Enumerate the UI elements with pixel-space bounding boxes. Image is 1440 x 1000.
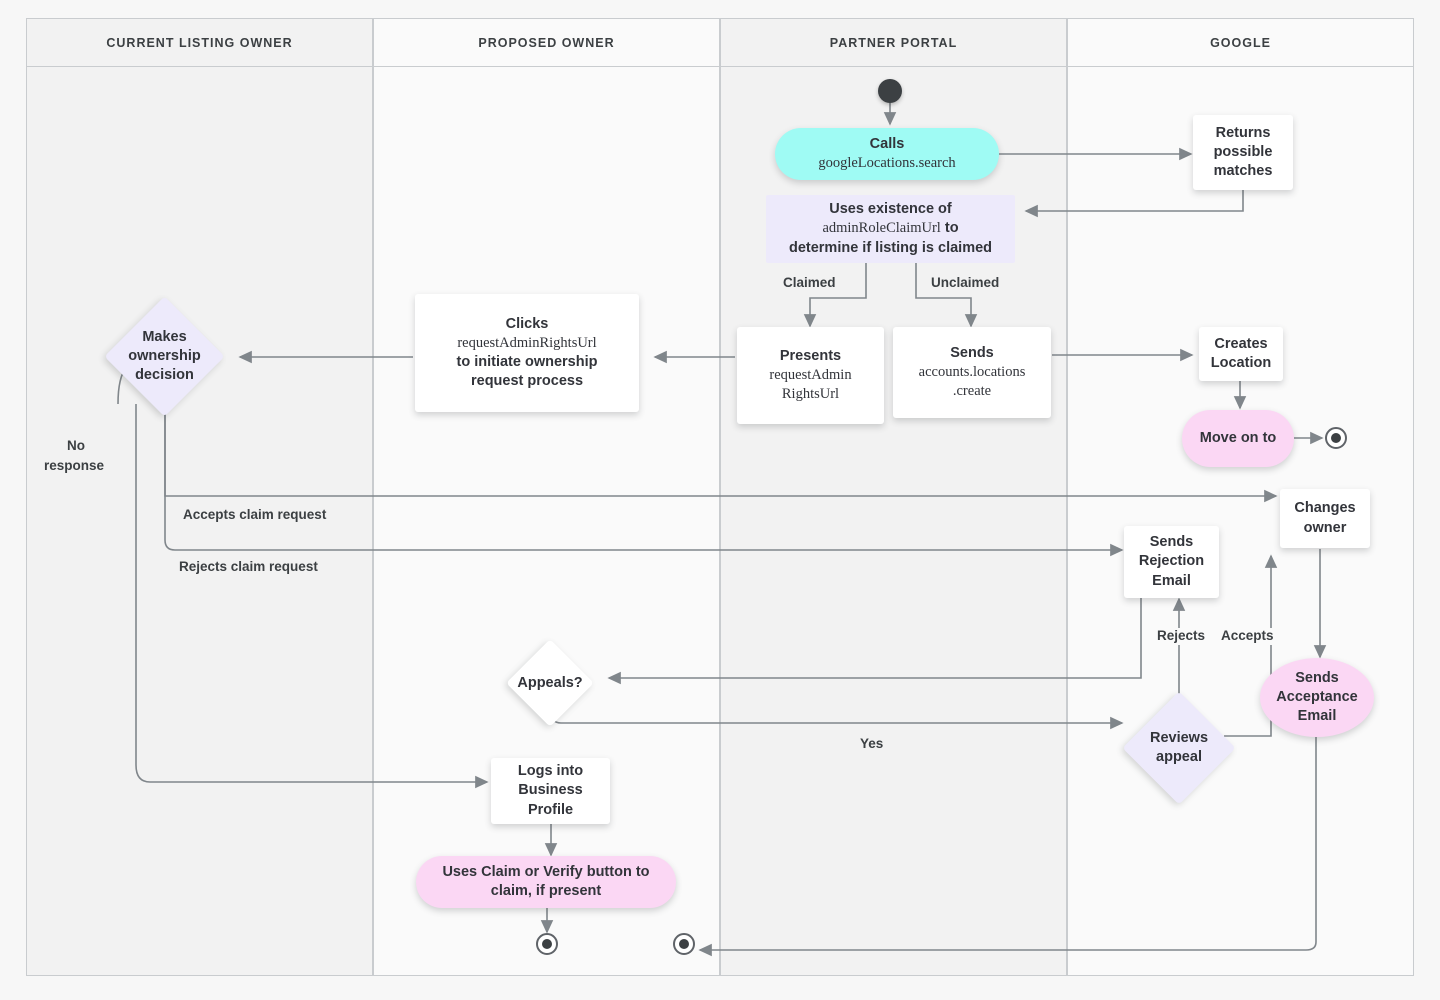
node-line: Sends — [1149, 534, 1194, 551]
node-line: Rejection — [1138, 553, 1205, 570]
diamond-text: Appeals? — [517, 674, 583, 691]
edge-label-claimed: Claimed — [780, 275, 839, 292]
node-line: Clicks — [505, 315, 549, 332]
node-line-code: accounts.locations — [918, 363, 1026, 380]
node-line: matches — [1213, 163, 1273, 180]
node-line: to initiate ownership — [456, 354, 598, 370]
end-node-dot — [542, 939, 552, 949]
edge-label-unclaimed: Unclaimed — [928, 275, 1003, 292]
diamond-text: Makes ownership decision — [128, 329, 201, 383]
node-line: Business — [518, 782, 583, 799]
node-line: Location — [1210, 355, 1272, 371]
node-line: Logs into — [517, 763, 584, 780]
edge-label-rejects-claim-request: Rejects claim request — [176, 559, 321, 576]
node-uses-claim-or-verify-button[interactable]: Uses Claim or Verify button to claim, if… — [416, 856, 676, 908]
lane-header-google: GOOGLE — [1067, 18, 1414, 67]
node-line: Acceptance — [1276, 688, 1358, 705]
end-node-dot — [679, 939, 689, 949]
node-line: Changes — [1294, 500, 1356, 517]
edge-label-rejects: Rejects — [1154, 628, 1209, 645]
node-line: request process — [470, 373, 584, 390]
edge-label-accepts: Accepts — [1218, 628, 1277, 645]
node-line: Profile — [527, 801, 574, 818]
node-appeals-decision[interactable]: Appeals? — [506, 639, 594, 727]
node-line-code: RightsUrl — [781, 386, 840, 403]
node-line: Email — [1152, 572, 1191, 589]
end-node-proposed-owner — [536, 933, 558, 955]
node-line: possible — [1213, 143, 1273, 160]
node-line: Email — [1297, 708, 1337, 725]
node-sends-accounts-locations-create[interactable]: Sends accounts.locations .create — [893, 327, 1051, 418]
node-line-code: googleLocations.search — [818, 155, 956, 171]
lane-label: PROPOSED OWNER — [478, 35, 615, 50]
node-line: owner — [1303, 519, 1347, 536]
node-logs-into-business-profile[interactable]: Logs into Business Profile — [491, 758, 610, 824]
lane-label: CURRENT LISTING OWNER — [106, 35, 293, 50]
diamond-text: Reviews appeal — [1149, 730, 1209, 765]
node-line: determine if listing is claimed — [788, 239, 993, 256]
node-changes-owner[interactable]: Changes owner — [1280, 489, 1370, 548]
lane-body-proposed-owner — [373, 67, 720, 976]
node-line-code: requestAdmin — [769, 366, 852, 383]
node-line: Sends — [1295, 669, 1339, 686]
edge-label-yes: Yes — [857, 736, 887, 753]
node-uses-existence-of-admin-role-claim-url[interactable]: Uses existence of adminRoleClaimUrl to d… — [766, 195, 1015, 263]
node-clicks-request-admin-rights-url[interactable]: Clicks requestAdminRightsUrl to initiate… — [415, 294, 639, 412]
lane-header-partner-portal: PARTNER PORTAL — [720, 18, 1067, 67]
lane-header-current-listing-owner: CURRENT LISTING OWNER — [26, 18, 373, 67]
start-node-partner-portal — [878, 79, 902, 103]
node-line-code: adminRoleClaimUrl to — [822, 220, 959, 237]
end-node-google — [1325, 427, 1347, 449]
node-sends-acceptance-email[interactable]: Sends Acceptance Email — [1260, 658, 1374, 737]
node-line-code: requestAdminRightsUrl — [457, 334, 597, 351]
node-line: Sends — [950, 344, 994, 361]
node-presents-request-admin-rights-url[interactable]: Presents requestAdmin RightsUrl — [737, 327, 884, 424]
node-line: Move on to — [1199, 429, 1277, 446]
edge-label-no-response-line1: No — [64, 438, 88, 455]
node-sends-rejection-email[interactable]: Sends Rejection Email — [1124, 526, 1219, 598]
node-line: Calls — [869, 135, 905, 152]
node-reviews-appeal[interactable]: Reviews appeal — [1122, 691, 1236, 805]
node-line: Uses existence of — [829, 201, 952, 218]
end-node-partner-portal — [673, 933, 695, 955]
edge-label-accepts-claim-request: Accepts claim request — [180, 507, 330, 524]
node-creates-location[interactable]: Creates Location — [1199, 327, 1283, 381]
node-line: Presents — [779, 347, 842, 364]
edge-label-no-response-line2: response — [41, 458, 108, 475]
node-returns-possible-matches[interactable]: Returns possible matches — [1193, 115, 1293, 190]
node-makes-ownership-decision[interactable]: Makes ownership decision — [104, 296, 225, 417]
node-line: Returns — [1215, 124, 1271, 141]
lane-label: PARTNER PORTAL — [829, 35, 958, 50]
node-move-on-to[interactable]: Move on to — [1182, 410, 1294, 467]
node-line: claim, if present — [490, 883, 602, 899]
lane-header-proposed-owner: PROPOSED OWNER — [373, 18, 720, 67]
node-calls-google-locations-search[interactable]: Calls googleLocations.search — [775, 128, 999, 180]
node-line: Creates — [1214, 335, 1268, 352]
end-node-dot — [1331, 433, 1341, 443]
node-line: Uses Claim or Verify button to — [442, 863, 650, 880]
lane-label: GOOGLE — [1210, 35, 1271, 50]
node-line-code: .create — [952, 383, 992, 400]
